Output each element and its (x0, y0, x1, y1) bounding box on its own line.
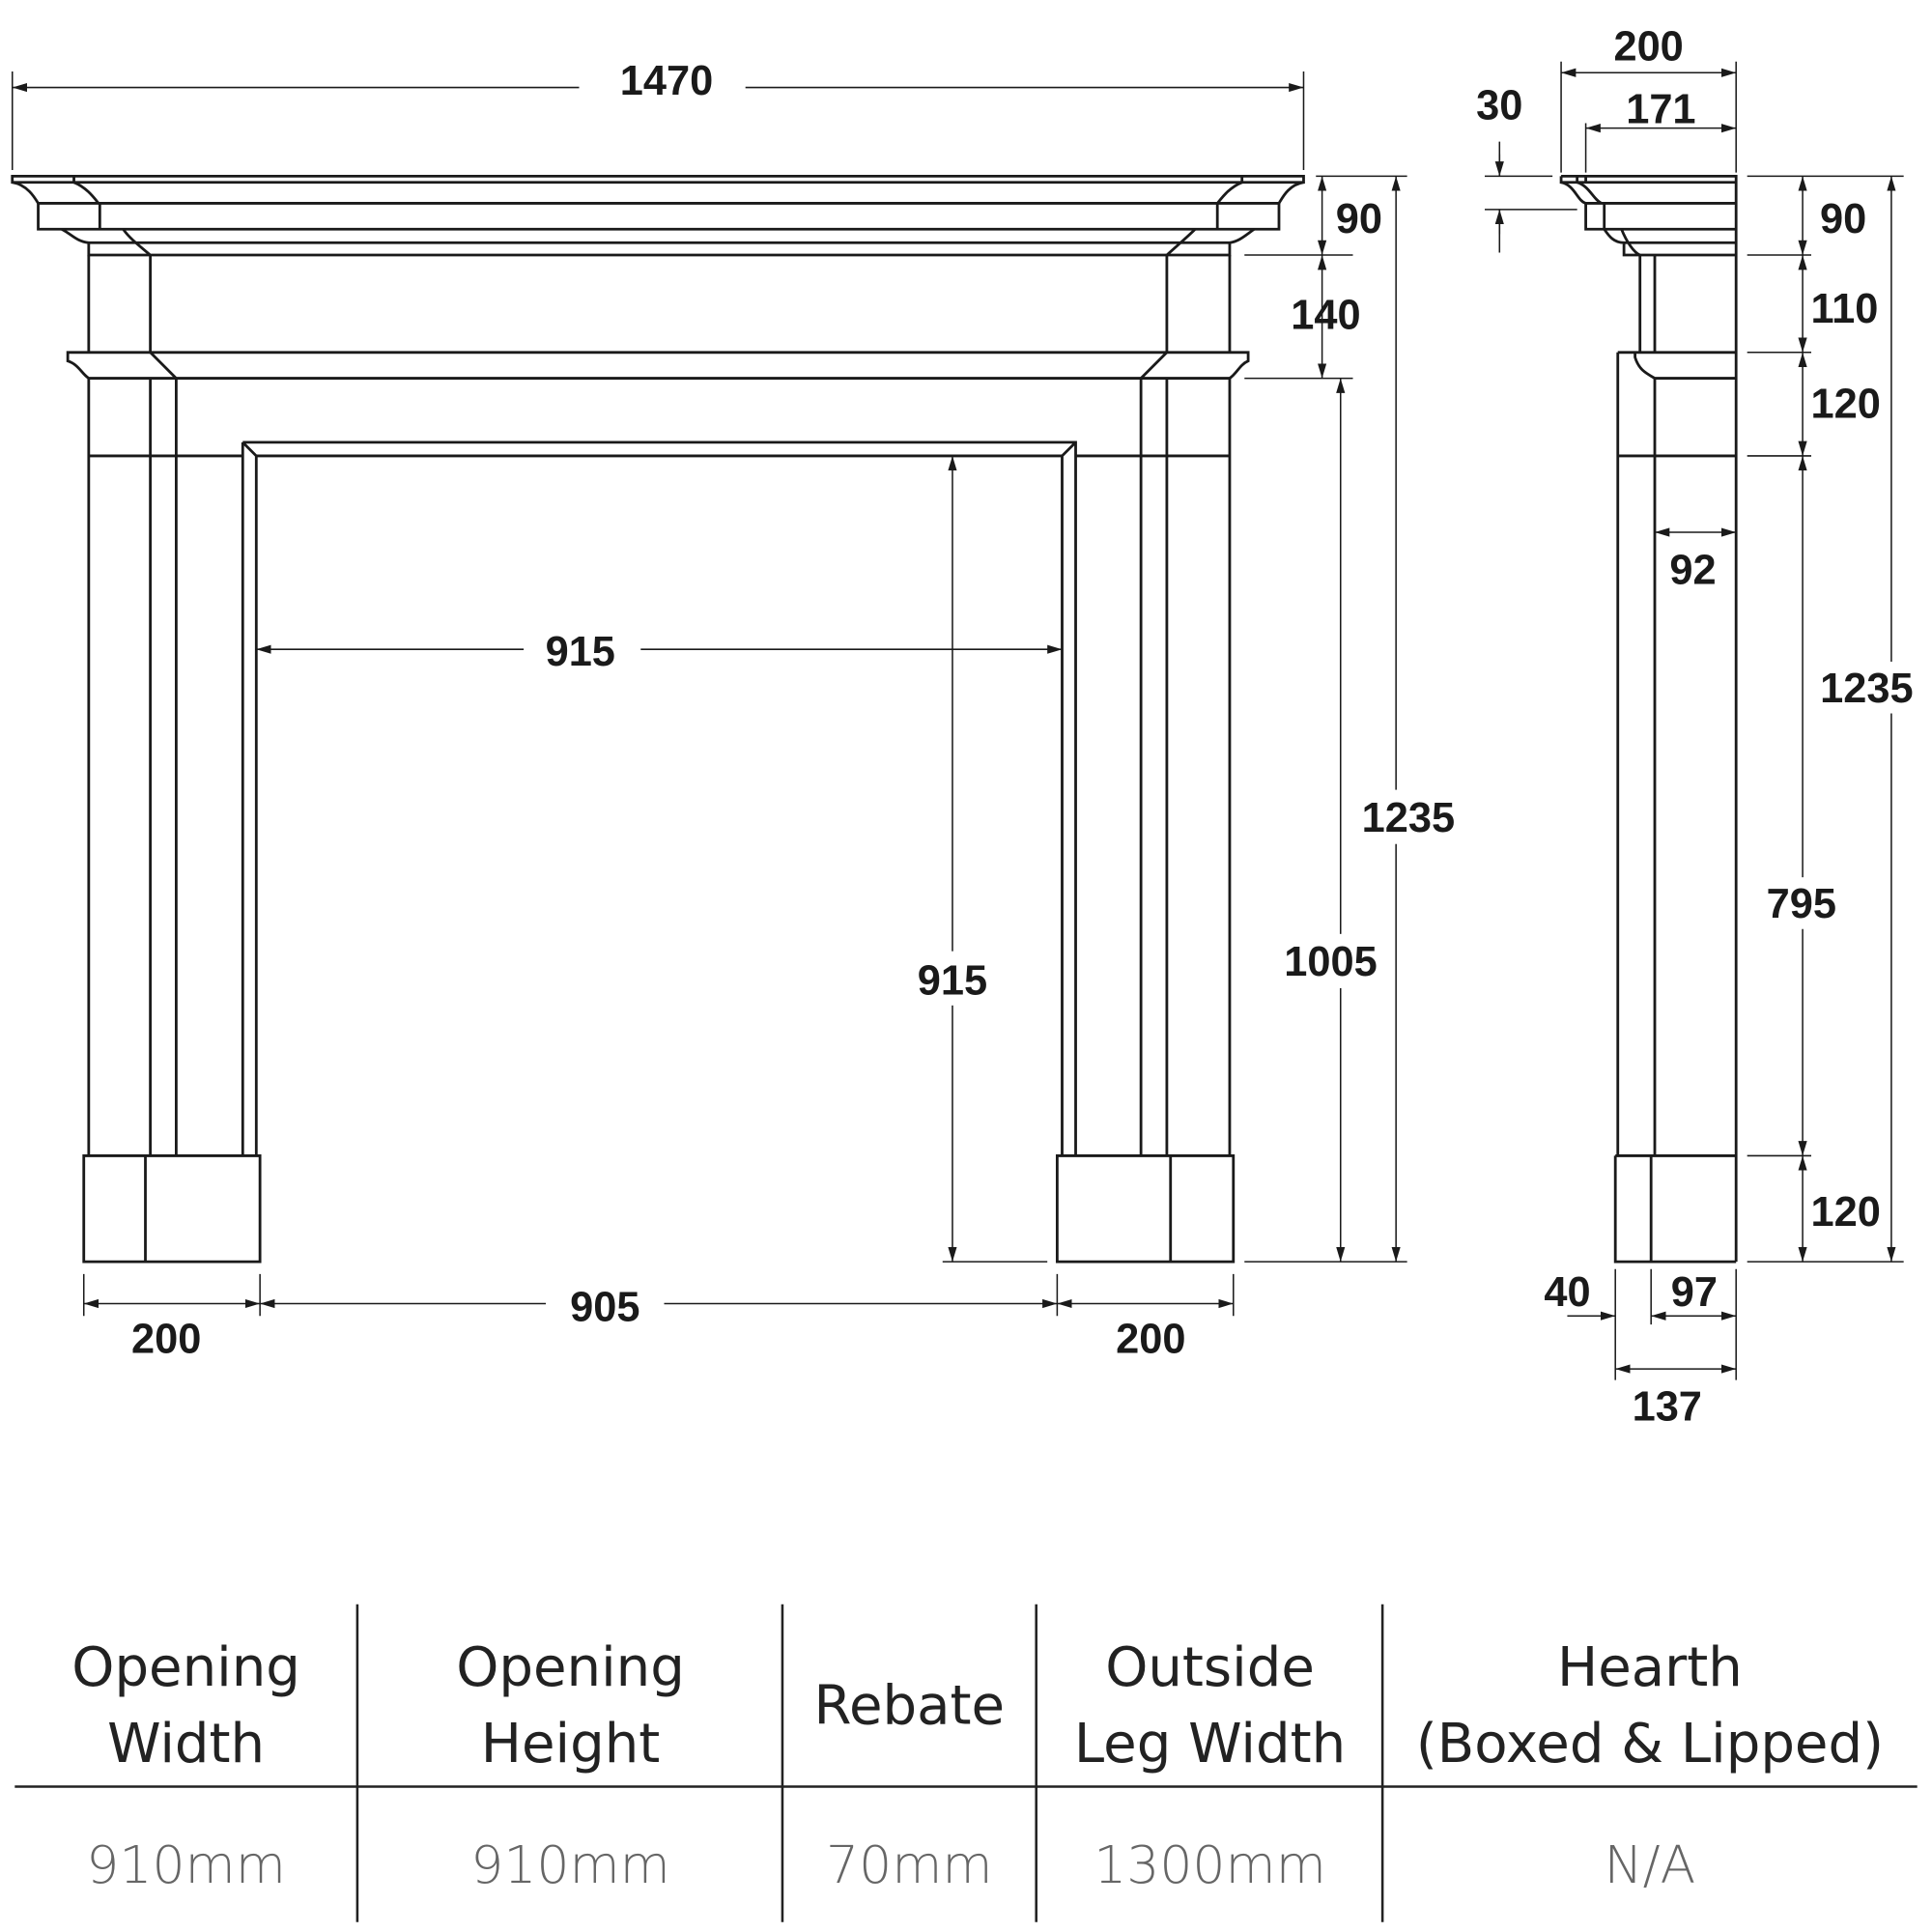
header-opening-width-line1: Opening (71, 1636, 300, 1699)
dim-side-leg-height: 795 (1767, 881, 1836, 927)
dim-right-plinth-width: 200 (1116, 1317, 1185, 1363)
value-hearth: N/A (1605, 1834, 1696, 1895)
dim-shelf-depth: 200 (1613, 24, 1683, 71)
header-outside-leg-width-line2: Leg Width (1074, 1713, 1346, 1776)
front-elevation (11, 174, 1305, 1264)
dim-cornice-height: 90 (1336, 196, 1382, 242)
dim-leg-height: 1005 (1284, 939, 1377, 985)
spec-table: Opening Width Opening Height Rebate Outs… (14, 1604, 1918, 1922)
dim-plinth-depth: 137 (1633, 1384, 1702, 1431)
header-outside-leg-width-line1: Outside (1105, 1636, 1315, 1699)
value-opening-width: 910mm (86, 1834, 286, 1895)
dim-plinth-gap: 905 (570, 1284, 639, 1330)
front-dimension-labels: 1470 915 915 1005 1235 90 140 200 905 20… (131, 58, 1455, 1362)
dim-opening-width: 915 (546, 629, 615, 675)
header-hearth-line1: Hearth (1557, 1636, 1743, 1699)
value-rebate: 70mm (826, 1834, 993, 1895)
dim-leg-depth: 92 (1669, 548, 1716, 594)
header-opening-width-line2: Width (107, 1713, 265, 1776)
value-outside-leg-width: 1300mm (1094, 1834, 1326, 1895)
dim-side-overall-height: 1235 (1820, 666, 1913, 712)
header-opening-height-line1: Opening (456, 1636, 685, 1699)
dim-band-height: 120 (1811, 381, 1881, 427)
dim-frieze-height: 140 (1291, 293, 1360, 339)
side-dimension-labels: 200 171 30 90 110 120 795 120 1235 92 40… (1476, 24, 1913, 1431)
dim-shelf-thickness: 30 (1476, 83, 1522, 129)
dim-left-plinth-width: 200 (131, 1317, 201, 1363)
dim-overall-height: 1235 (1362, 795, 1455, 841)
dim-cornice-depth: 171 (1626, 87, 1695, 133)
header-rebate: Rebate (814, 1674, 1006, 1737)
front-dimension-lines (11, 61, 1466, 1331)
dim-opening-height: 915 (918, 957, 987, 1004)
header-opening-height-line2: Height (481, 1713, 660, 1776)
side-dimension-lines (1484, 61, 1929, 1380)
dim-overall-width: 1470 (620, 58, 713, 104)
dim-plinth-projection: 40 (1544, 1269, 1590, 1316)
dim-side-frieze-height: 110 (1810, 286, 1878, 332)
dim-plinth-height: 120 (1811, 1189, 1881, 1236)
header-hearth-line2: (Boxed & Lipped) (1416, 1713, 1884, 1776)
dim-side-cornice-height: 90 (1820, 196, 1866, 242)
side-elevation (1559, 174, 1738, 1264)
value-opening-height: 910mm (470, 1834, 670, 1895)
dim-leg-base-depth: 97 (1671, 1269, 1718, 1316)
